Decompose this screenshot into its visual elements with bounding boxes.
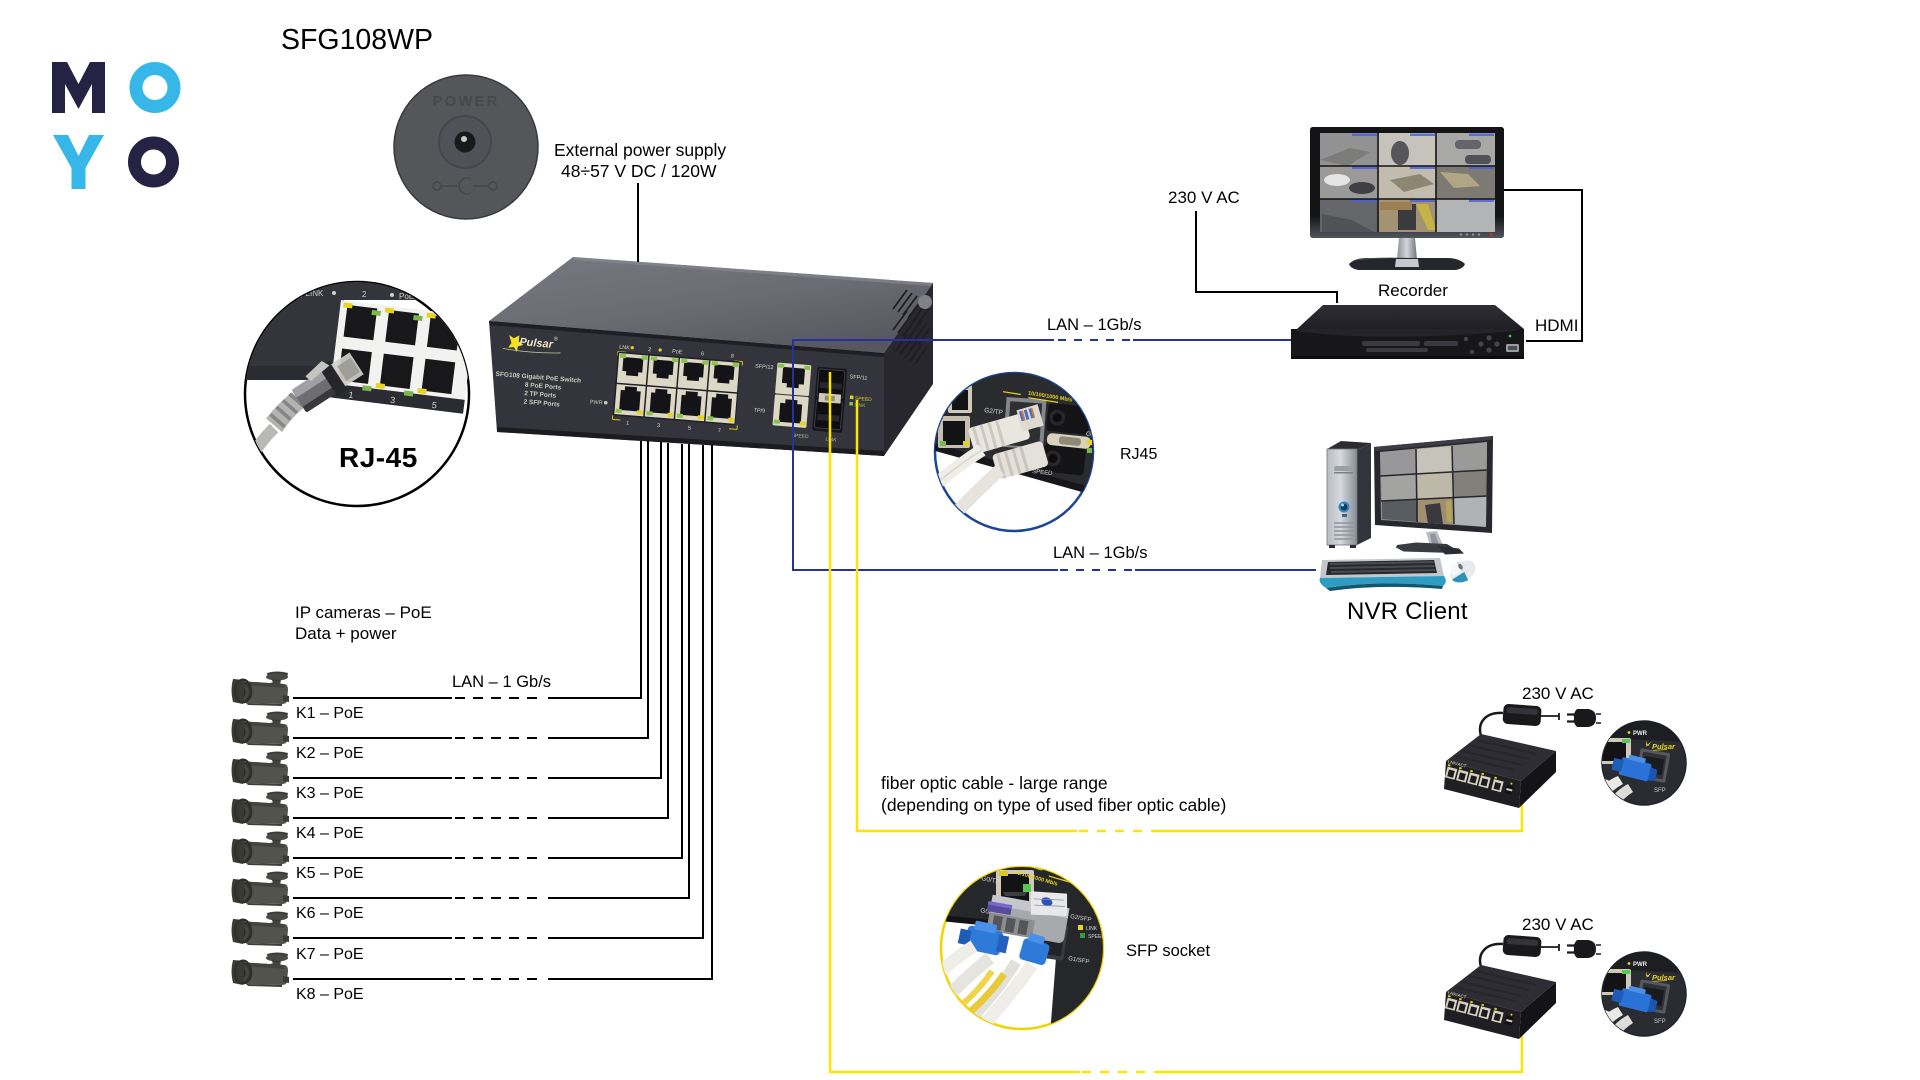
- svg-text:1: 1: [626, 420, 630, 426]
- svg-text:G2/TP: G2/TP: [984, 407, 1004, 417]
- svg-text:LAN – 1 Gb/s: LAN – 1 Gb/s: [452, 673, 551, 691]
- svg-text:5: 5: [688, 425, 692, 431]
- svg-text:G2/SFP: G2/SFP: [1086, 431, 1109, 438]
- svg-text:SFP: SFP: [1654, 788, 1666, 794]
- svg-text:SFG108WP: SFG108WP: [281, 24, 433, 56]
- svg-text:3: 3: [657, 423, 661, 429]
- svg-text:SFP/11: SFP/11: [849, 374, 867, 381]
- svg-text:230 V AC: 230 V AC: [1522, 915, 1594, 934]
- svg-text:LNK: LNK: [619, 345, 630, 352]
- svg-text:LAN – 1Gb/s: LAN – 1Gb/s: [1047, 316, 1141, 334]
- svg-text:K2 – PoE: K2 – PoE: [296, 745, 364, 762]
- svg-text:SPEED: SPEED: [855, 396, 873, 403]
- svg-text:LNK/ACT: LNK/ACT: [1447, 759, 1467, 769]
- svg-text:Pulsar: Pulsar: [1652, 742, 1676, 751]
- svg-text:K7 – PoE: K7 – PoE: [296, 946, 364, 963]
- svg-text:SPEED: SPEED: [791, 433, 809, 440]
- svg-text:LINK: LINK: [1086, 926, 1098, 932]
- svg-text:230 V AC: 230 V AC: [1522, 684, 1594, 703]
- svg-text:PoE: PoE: [672, 349, 683, 356]
- svg-text:G0/TP: G0/TP: [980, 907, 1000, 918]
- svg-text:K8 – PoE: K8 – PoE: [296, 986, 364, 1003]
- svg-text:K4 – PoE: K4 – PoE: [296, 825, 364, 842]
- svg-text:IP cameras – PoE: IP cameras – PoE: [295, 603, 432, 622]
- svg-text:(depending on type of used fib: (depending on type of used fiber optic c…: [881, 795, 1226, 815]
- svg-text:G2/SFP: G2/SFP: [1070, 914, 1092, 924]
- svg-text:PWR: PWR: [1633, 731, 1648, 737]
- svg-text:fiber optic cable - large rang: fiber optic cable - large range: [881, 773, 1108, 793]
- svg-text:SPEED: SPEED: [1088, 934, 1105, 940]
- svg-text:LINK: LINK: [854, 402, 866, 409]
- svg-text:G1/SFP: G1/SFP: [1068, 956, 1090, 966]
- svg-text:Data + power: Data + power: [295, 624, 397, 643]
- svg-text:HDMI: HDMI: [1535, 316, 1578, 335]
- svg-text:230 V AC: 230 V AC: [1168, 188, 1240, 207]
- svg-text:5: 5: [431, 400, 437, 411]
- svg-text:RJ-45: RJ-45: [339, 442, 418, 473]
- svg-text:LINK: LINK: [825, 437, 837, 444]
- svg-text:NVR Client: NVR Client: [1347, 598, 1468, 625]
- svg-text:8: 8: [731, 354, 735, 360]
- svg-text:LAN – 1Gb/s: LAN – 1Gb/s: [1053, 544, 1147, 562]
- svg-text:2 SFP Ports: 2 SFP Ports: [523, 399, 560, 409]
- svg-text:SFP/12: SFP/12: [755, 364, 774, 371]
- svg-text:G0/TP: G0/TP: [981, 875, 1001, 886]
- svg-text:RJ45: RJ45: [1120, 446, 1157, 463]
- svg-text:Recorder: Recorder: [1378, 281, 1448, 300]
- svg-text:PWR: PWR: [589, 399, 602, 406]
- svg-text:External power supply: External power supply: [554, 140, 726, 160]
- svg-text:Pulsar: Pulsar: [519, 336, 554, 351]
- svg-text:K5 – PoE: K5 – PoE: [296, 865, 364, 882]
- svg-text:K1 – PoE: K1 – PoE: [296, 705, 364, 722]
- svg-text:6: 6: [701, 351, 705, 357]
- svg-text:2: 2: [362, 290, 367, 299]
- svg-text:1: 1: [348, 390, 354, 401]
- svg-text:PoE: PoE: [399, 292, 414, 301]
- svg-text:K3 – PoE: K3 – PoE: [296, 785, 364, 802]
- svg-text:48÷57 V DC / 120W: 48÷57 V DC / 120W: [561, 161, 717, 181]
- svg-text:4: 4: [438, 294, 443, 303]
- svg-text:K6 – PoE: K6 – PoE: [296, 905, 364, 922]
- svg-text:2 TP Ports: 2 TP Ports: [524, 390, 557, 400]
- svg-text:3: 3: [390, 395, 396, 406]
- svg-text:SPEED: SPEED: [1032, 469, 1054, 477]
- svg-text:2: 2: [648, 347, 652, 353]
- svg-text:8 PoE Ports: 8 PoE Ports: [525, 382, 562, 392]
- svg-text:®: ®: [553, 335, 558, 342]
- svg-text:TP/9: TP/9: [753, 408, 765, 415]
- svg-text:SFP socket: SFP socket: [1126, 942, 1210, 960]
- svg-text:POWER: POWER: [433, 93, 500, 110]
- svg-text:7: 7: [718, 428, 722, 434]
